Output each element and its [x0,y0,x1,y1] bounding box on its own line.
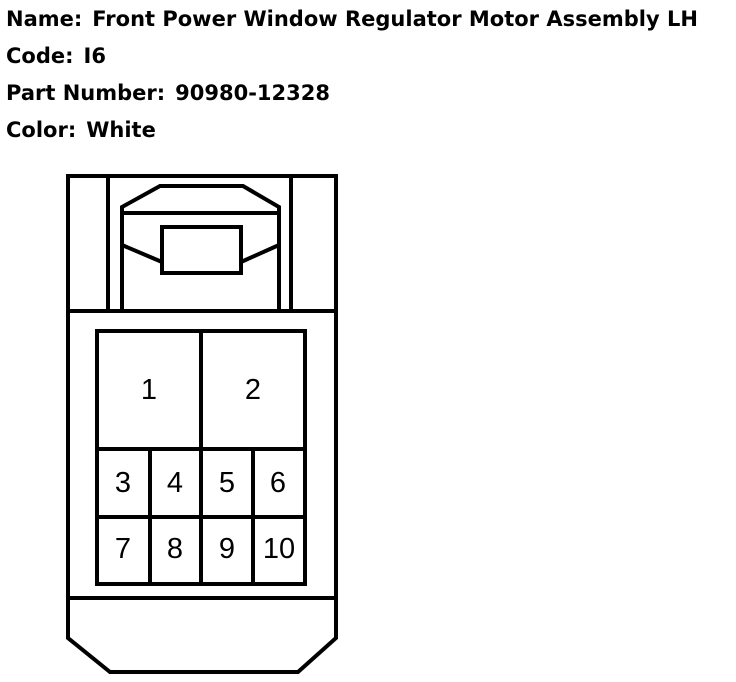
pin-label-7: 7 [115,533,131,565]
color-label: Color: [6,118,77,142]
connector-info: Name: Front Power Window Regulator Motor… [6,4,698,152]
pin-label-6: 6 [270,467,286,499]
color-value: White [86,118,156,142]
pin-label-1: 1 [141,374,157,406]
part-number-line: Part Number: 90980-12328 [6,78,698,115]
pin-label-9: 9 [219,533,235,565]
locking-tab-frame [120,184,281,311]
pin-label-10: 10 [263,533,295,565]
part-number-value: 90980-12328 [175,81,330,105]
pin-label-4: 4 [167,467,183,499]
name-value: Front Power Window Regulator Motor Assem… [92,7,698,31]
code-label: Code: [6,44,74,68]
locking-tab-window [160,225,243,275]
right-latch-rail [289,174,338,313]
left-latch-rail [66,174,110,313]
pin-label-3: 3 [115,467,131,499]
name-line: Name: Front Power Window Regulator Motor… [6,4,698,41]
code-line: Code: I6 [6,41,698,78]
pin-label-2: 2 [245,374,261,406]
pin-label-5: 5 [219,467,235,499]
locking-tab-right-bevel [240,243,280,264]
color-line: Color: White [6,115,698,152]
part-number-label: Part Number: [6,81,166,105]
pin-label-8: 8 [167,533,183,565]
code-value: I6 [83,44,106,68]
locking-tab-left-bevel [121,243,163,264]
name-label: Name: [6,7,83,31]
